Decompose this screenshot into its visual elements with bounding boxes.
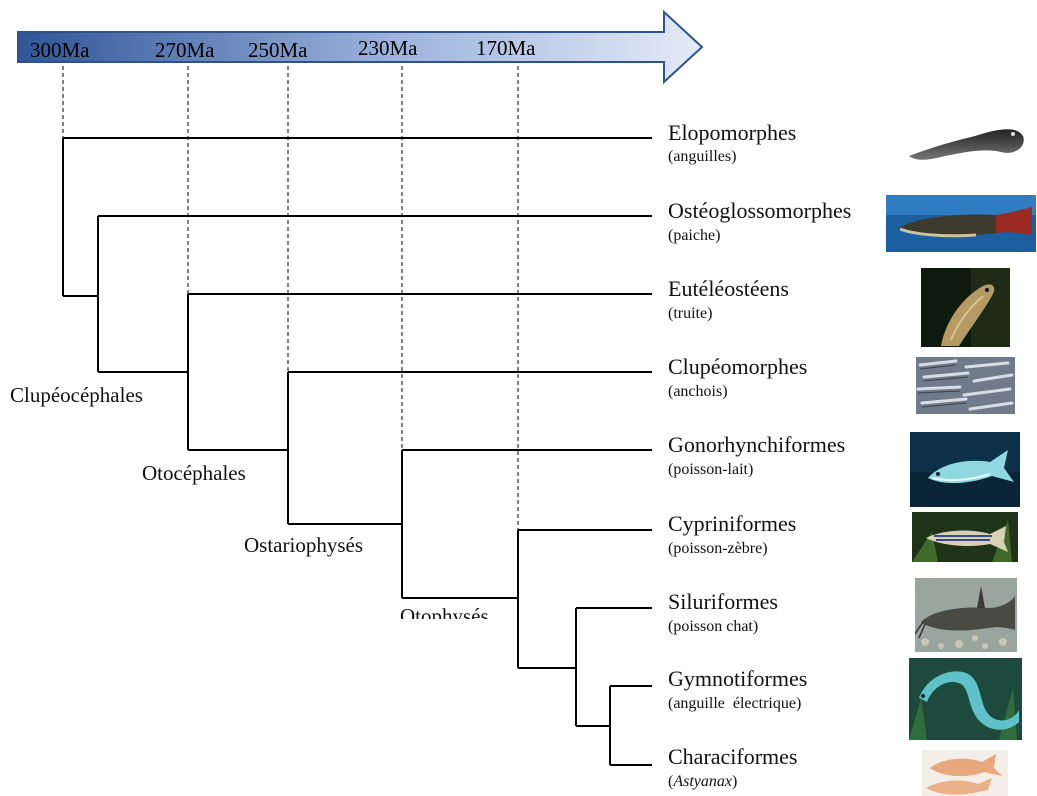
taxon-common-characiformes: (Astyanax) bbox=[668, 773, 737, 791]
clade-label-clupeocephales: Clupéocéphales bbox=[10, 383, 143, 407]
time-label-230: 230Ma bbox=[358, 36, 418, 60]
time-label-170: 170Ma bbox=[476, 36, 536, 60]
taxon-name-cypriniformes: Cypriniformes bbox=[668, 511, 797, 536]
taxon-name-elopomorphes: Elopomorphes bbox=[668, 120, 797, 145]
taxon-common-euteleosteens: (truite) bbox=[668, 305, 713, 322]
taxon-common-gonorhynchiformes: (poisson-lait) bbox=[668, 461, 754, 478]
taxon-common-gymnotiformes: (anguille électrique) bbox=[668, 695, 802, 712]
taxon-common-siluriformes: (poisson chat) bbox=[668, 618, 759, 635]
taxon-name-clupeomorphes: Clupéomorphes bbox=[668, 354, 808, 379]
time-label-300: 300Ma bbox=[30, 38, 90, 62]
taxon-common-clupeomorphes: (anchois) bbox=[668, 383, 728, 400]
arapaima-photo bbox=[886, 195, 1036, 252]
milkfish-photo bbox=[910, 432, 1020, 507]
anchovy-photo bbox=[916, 357, 1015, 414]
clade-label-otocephales: Otocéphales bbox=[142, 461, 246, 485]
zebrafish-photo bbox=[912, 512, 1018, 562]
taxon-common-cypriniformes: (poisson-zèbre) bbox=[668, 540, 768, 557]
clade-label-ostariophyses: Ostariophysés bbox=[244, 533, 363, 557]
tree-branches bbox=[62, 137, 652, 766]
taxon-common-elopomorphes: (anguilles) bbox=[668, 148, 737, 165]
time-label-270: 270Ma bbox=[155, 38, 215, 62]
eel-photo bbox=[905, 112, 1027, 168]
taxon-name-gymnotiformes: Gymnotiformes bbox=[668, 666, 808, 691]
taxon-common-osteoglossomorphes: (paiche) bbox=[668, 227, 721, 244]
taxon-name-gonorhynchiformes: Gonorhynchiformes bbox=[668, 432, 846, 457]
paren-close: ) bbox=[731, 773, 738, 790]
taxon-name-characiformes: Characiformes bbox=[668, 744, 798, 769]
astyanax-photo bbox=[922, 750, 1008, 796]
taxon-name-osteoglossomorphes: Ostéoglossomorphes bbox=[668, 198, 852, 223]
taxon-name-siluriformes: Siluriformes bbox=[668, 589, 778, 614]
genus-astyanax: Astyanax bbox=[673, 773, 732, 790]
clade-label-otophyses: Otophysés bbox=[400, 604, 489, 619]
paren-open: ( bbox=[668, 773, 674, 790]
time-label-250: 250Ma bbox=[248, 38, 308, 62]
electric-eel-photo bbox=[909, 658, 1022, 740]
catfish-photo bbox=[915, 578, 1017, 652]
time-guides bbox=[62, 66, 519, 530]
taxon-name-euteleosteens: Eutéléostéens bbox=[668, 276, 789, 301]
trout-photo bbox=[921, 268, 1010, 347]
timeline-arrow bbox=[17, 9, 704, 85]
